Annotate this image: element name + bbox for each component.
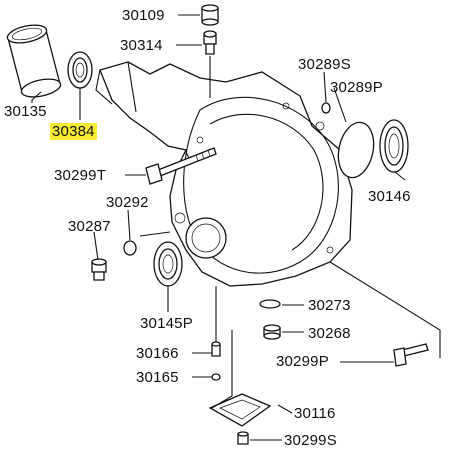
part-label-30166[interactable]: 30166	[136, 345, 179, 362]
oil-seal-part[interactable]	[67, 51, 93, 89]
cover-plate-part[interactable]	[208, 393, 272, 427]
part-label-30292[interactable]: 30292	[106, 194, 149, 211]
transfer-case-housing[interactable]	[95, 61, 353, 287]
front-oil-seal-part[interactable]	[153, 241, 183, 287]
part-label-30289S[interactable]: 30289S	[298, 56, 351, 73]
part-label-30289P[interactable]: 30289P	[330, 79, 383, 96]
part-label-30273[interactable]: 30273	[308, 297, 351, 314]
cover-bolt-part[interactable]	[237, 431, 249, 445]
plug-part[interactable]	[203, 30, 217, 55]
breather-part[interactable]	[211, 341, 221, 357]
part-label-30109[interactable]: 30109	[122, 7, 165, 24]
drain-plug-part[interactable]	[91, 258, 107, 281]
sleeve-part[interactable]	[6, 22, 62, 100]
leader-lines	[31, 14, 441, 441]
part-label-30145P[interactable]: 30145P	[140, 315, 193, 332]
cap-part[interactable]	[201, 4, 219, 26]
small-o-ring-part[interactable]	[321, 102, 331, 114]
long-bolt-part[interactable]	[145, 147, 217, 185]
part-label-30314[interactable]: 30314	[120, 37, 163, 54]
part-label-30299S[interactable]: 30299S	[284, 432, 337, 449]
part-label-30384[interactable]: 30384	[50, 123, 97, 140]
breather-cap-part[interactable]	[211, 373, 221, 381]
gasket-ring-part[interactable]	[123, 240, 137, 256]
filler-plug-part[interactable]	[263, 324, 281, 340]
part-label-30299T[interactable]: 30299T	[54, 167, 107, 184]
part-label-30299P[interactable]: 30299P	[276, 353, 329, 370]
rear-oil-seal-part[interactable]	[379, 119, 409, 173]
bolt-part[interactable]	[393, 343, 429, 367]
part-label-30135[interactable]: 30135	[4, 103, 47, 120]
part-label-30287[interactable]: 30287	[68, 218, 111, 235]
o-ring-part[interactable]	[334, 119, 379, 181]
plug-gasket-part[interactable]	[259, 299, 281, 309]
part-label-30146[interactable]: 30146	[368, 188, 411, 205]
part-label-30268[interactable]: 30268	[308, 325, 351, 342]
part-label-30116[interactable]: 30116	[294, 405, 336, 422]
part-label-30165[interactable]: 30165	[136, 369, 179, 386]
